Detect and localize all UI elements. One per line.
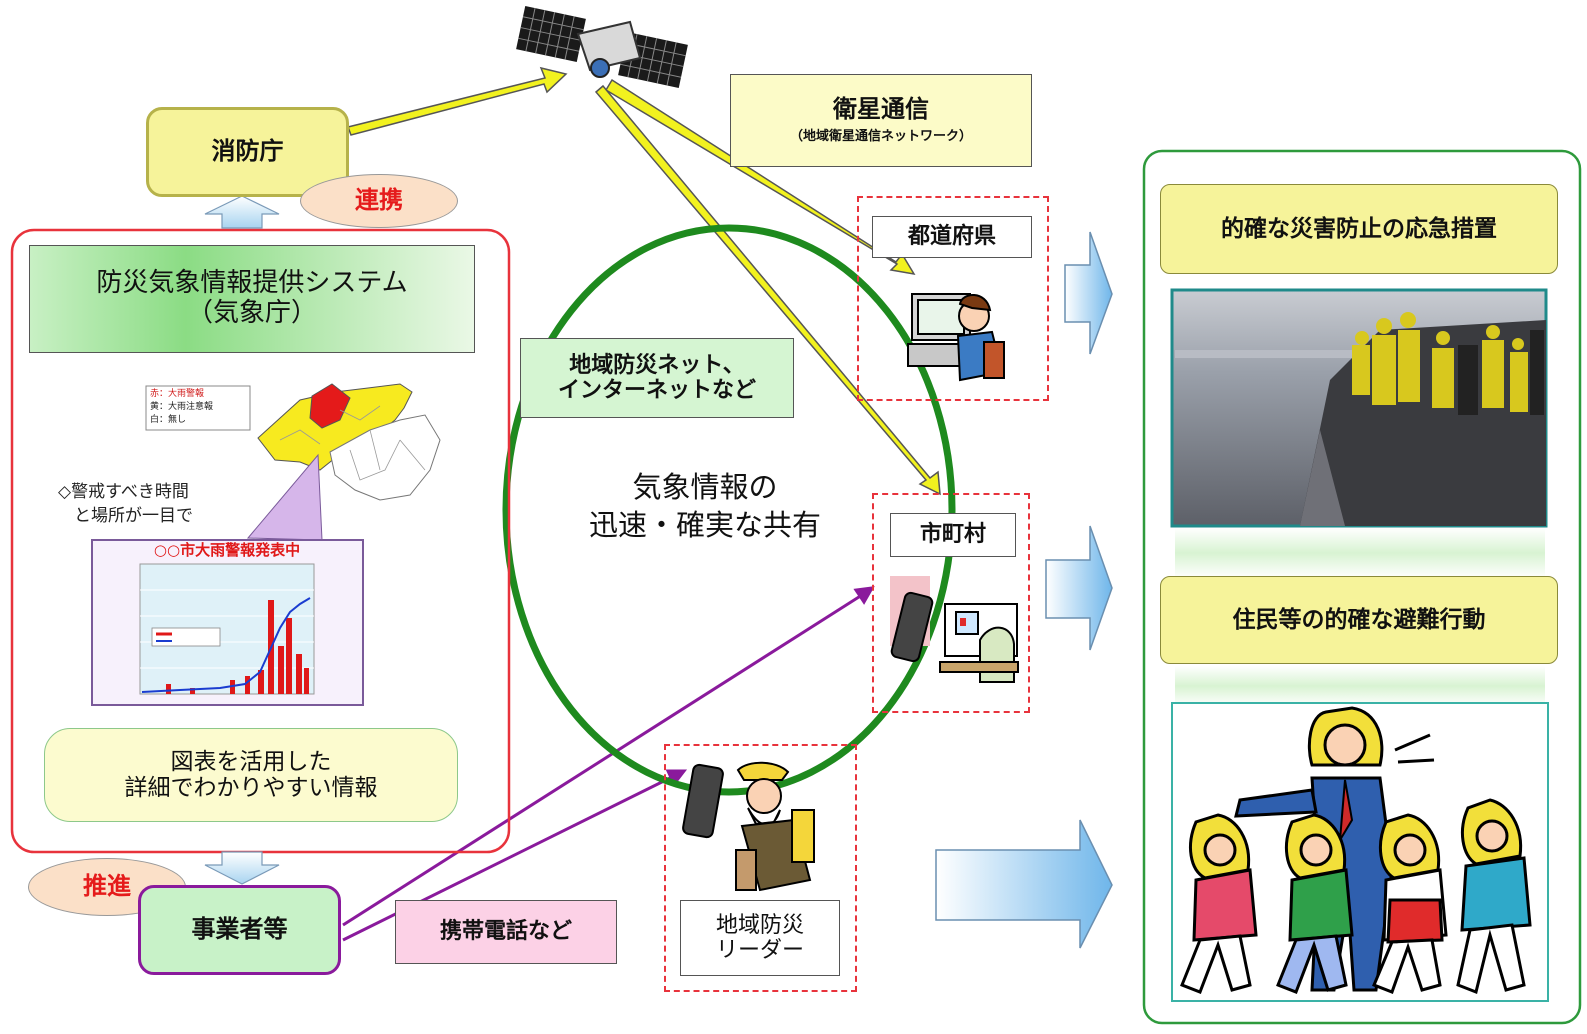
map-illustration: [145, 383, 441, 541]
warning-caption: ◇警戒すべき時間 と場所が一目で: [58, 480, 248, 528]
municipality-frame: [872, 493, 1030, 713]
detail-info-line2: 詳細でわかりやすい情報: [124, 775, 378, 801]
prefecture-frame: [857, 196, 1049, 401]
graph-title: ○○市大雨警報発表中: [153, 541, 301, 559]
renkei-oval: 連携: [300, 174, 458, 228]
regional-net-line2: インターネットなど: [557, 378, 756, 403]
fade-band-1: [1175, 528, 1545, 578]
mobile-label: 携帯電話など: [439, 919, 572, 945]
map-legend-white: 白：無し: [150, 415, 187, 425]
regional-net-box: 地域防災ネット、 インターネットなど: [520, 338, 794, 418]
center-line1: 気象情報の: [632, 470, 778, 505]
detail-info-box: 図表を活用した 詳細でわかりやすい情報: [44, 728, 458, 822]
system-title-line2: （気象庁）: [186, 298, 317, 328]
map-legend-yellow: 黄：大雨注意報: [150, 402, 214, 412]
rain-graph: [91, 539, 364, 706]
prefecture-box: 都道府県: [872, 216, 1032, 258]
right-arrow-1: [1064, 231, 1113, 355]
warning-caption-line1: ◇警戒すべき時間: [58, 482, 189, 502]
leader-line2: リーダー: [715, 938, 804, 963]
right-arrow-3: [935, 819, 1113, 949]
system-title-line1: 防災気象情報提供システム: [96, 268, 408, 299]
outcome-box-1: 的確な災害防止の応急措置: [1160, 184, 1558, 274]
municipality-label: 市町村: [919, 522, 986, 548]
prefecture-label: 都道府県: [907, 224, 996, 250]
leader-box: 地域防災 リーダー: [680, 900, 840, 976]
satellite-comm-line1: 衛星通信: [833, 95, 929, 124]
regional-leader-icon: [682, 761, 815, 892]
business-box: 事業者等: [138, 885, 341, 975]
business-label: 事業者等: [191, 915, 288, 944]
right-arrow-2: [1045, 525, 1113, 651]
down-arrow: [204, 851, 280, 885]
warning-caption-line2: と場所が一目で: [74, 506, 193, 526]
map-legend: 赤：大雨警報 黄：大雨注意報 白：無し: [150, 388, 248, 427]
detail-info-line1: 図表を活用した: [170, 748, 332, 775]
center-label: 気象情報の 迅速・確実な共有: [560, 462, 850, 552]
up-arrow: [204, 195, 280, 229]
satellite-comm-box: 衛星通信 （地域衛星通信ネットワーク）: [730, 74, 1032, 167]
regional-net-line1: 地域防災ネット、: [569, 352, 745, 378]
sharing-ellipse: [502, 224, 956, 796]
renkei-label: 連携: [355, 186, 403, 215]
fdma-box: 消防庁: [146, 107, 349, 197]
map-legend-red: 赤：大雨警報: [150, 389, 205, 399]
satellite-links: [347, 66, 941, 496]
outcome-label-2: 住民等の的確な避難行動: [1232, 606, 1486, 633]
outcome-box-2: 住民等の的確な避難行動: [1160, 576, 1558, 664]
mobile-box: 携帯電話など: [395, 900, 617, 964]
fdma-label: 消防庁: [211, 137, 284, 166]
flood-photo: [1170, 288, 1548, 528]
leader-line1: 地域防災: [715, 912, 804, 938]
municipality-worker-icon: [890, 576, 1019, 683]
municipality-box: 市町村: [890, 513, 1016, 557]
leader-frame: [664, 744, 857, 992]
evacuation-illustration: [1171, 702, 1549, 1002]
computer-user-icon: [907, 293, 1005, 382]
fade-band-2: [1175, 666, 1545, 706]
system-title-box: 防災気象情報提供システム （気象庁）: [29, 245, 475, 353]
suishin-label: 推進: [83, 872, 131, 901]
outcome-label-1: 的確な災害防止の応急措置: [1221, 215, 1497, 242]
center-line2: 迅速・確実な共有: [588, 508, 821, 542]
satellite-icon: [516, 6, 688, 88]
satellite-comm-line2: （地域衛星通信ネットワーク）: [789, 128, 972, 144]
